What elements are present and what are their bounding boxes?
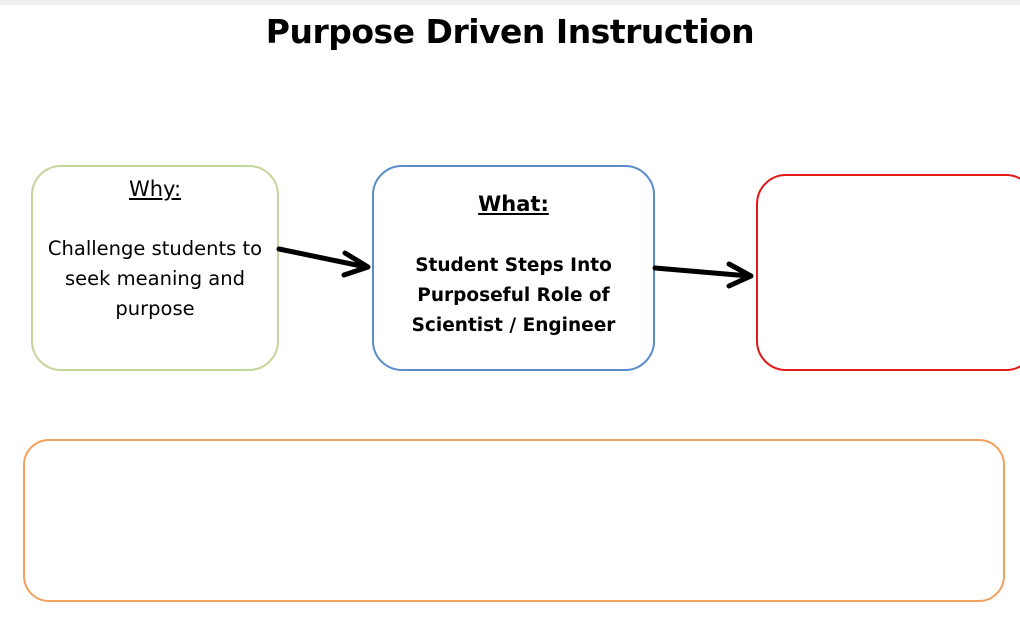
arrow-head (726, 261, 754, 289)
bottom-box (23, 439, 1005, 602)
what-heading: What: (478, 192, 549, 216)
page-title: Purpose Driven Instruction (265, 12, 755, 51)
why-box: Why: Challenge students to seek meaning … (31, 165, 279, 371)
arrow-shaft (652, 265, 752, 279)
arrow-head (341, 250, 371, 278)
what-box: What: Student Steps Into Purposeful Role… (372, 165, 655, 371)
arrow-why-to-what (276, 246, 371, 278)
why-body: Challenge students to seek meaning and p… (47, 237, 263, 320)
arrow-shaft (276, 246, 369, 270)
why-heading: Why: (128, 177, 182, 201)
what-body: Student Steps Into Purposeful Role of Sc… (411, 255, 616, 336)
arrow-what-to-outcome (652, 261, 754, 289)
top-strip (0, 0, 1020, 5)
outcome-box (756, 174, 1020, 371)
